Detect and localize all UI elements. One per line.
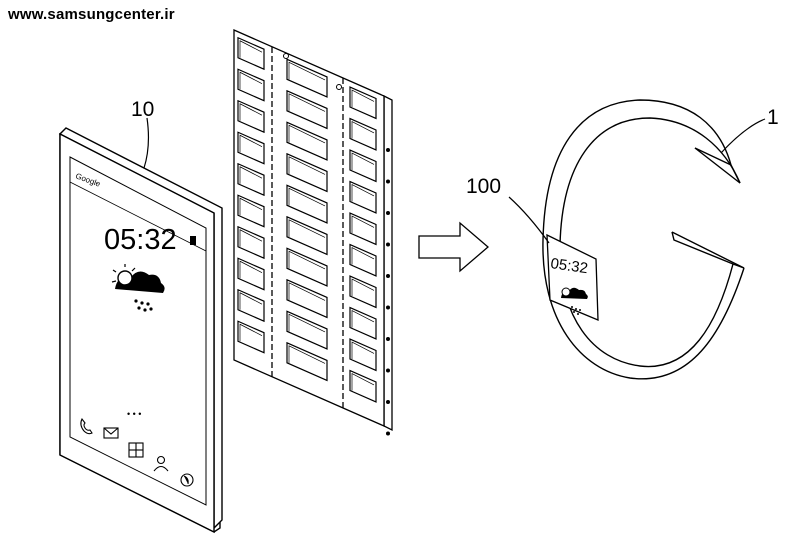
leader-line-100 [508, 196, 550, 244]
module-cell [237, 320, 265, 354]
edge-pin [386, 368, 390, 373]
phone-weather-icon [111, 264, 165, 312]
module-cell-bevel [288, 124, 326, 144]
module-cell-bevel [351, 152, 375, 171]
module-cell [349, 275, 377, 309]
module-grid [237, 36, 377, 403]
flexible-phone [58, 127, 223, 534]
band-weather-icon [561, 287, 588, 315]
module-cell-bevel [288, 61, 326, 81]
module-cell [286, 310, 328, 350]
right-arrow-icon [418, 221, 489, 273]
module-cell [237, 99, 265, 134]
module-cell [237, 225, 265, 260]
phone-dock [80, 417, 194, 487]
module-cell [286, 278, 328, 319]
module-cell [237, 194, 265, 228]
module-cell [286, 247, 328, 287]
module-cell [349, 212, 377, 246]
phone-screen [69, 156, 207, 506]
module-cell-bevel [239, 323, 263, 342]
page-dots: • • • [127, 409, 141, 419]
edge-pin [386, 274, 390, 278]
leader-line-1 [720, 118, 766, 154]
module-cell-bevel [239, 292, 263, 310]
module-cell-bevel [288, 313, 326, 333]
module-cell-bevel [239, 103, 263, 121]
band-clock: 05:32 [549, 255, 589, 277]
module-cell [349, 86, 377, 120]
grid-icon [128, 442, 144, 458]
panel-edge-pins [386, 148, 390, 436]
mail-icon [103, 427, 119, 439]
module-cell [237, 36, 265, 71]
contact-icon [153, 455, 169, 472]
module-cell-bevel [351, 215, 375, 234]
battery-icon [190, 236, 196, 245]
module-cell-bevel [351, 309, 375, 328]
module-cell-bevel [288, 250, 326, 270]
module-cell-bevel [239, 71, 263, 90]
module-cell [349, 306, 377, 340]
edge-pin [386, 242, 390, 247]
module-cell [349, 180, 377, 214]
module-cell [349, 243, 377, 277]
phone-clock: 05:32 [104, 224, 177, 256]
module-cell [286, 184, 328, 224]
module-cell-bevel [239, 166, 263, 184]
module-cell-bevel [351, 246, 375, 265]
module-cell [349, 369, 377, 403]
module-cell [237, 162, 265, 197]
module-cell [349, 117, 377, 151]
edge-pin [386, 148, 390, 152]
edge-pin [386, 337, 390, 341]
panel-connectors [283, 53, 342, 90]
globe-icon [180, 473, 194, 487]
module-cell [237, 68, 265, 102]
module-cell-bevel [351, 278, 375, 297]
watermark: www.samsungcenter.ir [8, 6, 175, 23]
module-cell-bevel [288, 219, 326, 238]
module-cell [286, 152, 328, 193]
module-cell [349, 149, 377, 183]
module-cell-bevel [239, 229, 263, 247]
module-cell-bevel [288, 345, 326, 364]
module-cell-bevel [351, 372, 375, 391]
module-cell-bevel [239, 260, 263, 279]
module-cell [286, 341, 328, 382]
module-cell [286, 121, 328, 161]
module-cell-bevel [239, 197, 263, 216]
module-cell [286, 215, 328, 256]
module-cell-bevel [288, 187, 326, 207]
module-cell-bevel [288, 282, 326, 301]
ref-label-1: 1 [767, 106, 779, 129]
module-cell [237, 288, 265, 323]
module-cell-bevel [351, 183, 375, 202]
module-cell-bevel [239, 134, 263, 153]
edge-pin [386, 179, 390, 184]
ref-label-100: 100 [466, 175, 501, 198]
edge-pin [386, 400, 390, 404]
edge-pin [386, 305, 390, 310]
module-cell [237, 131, 265, 165]
edge-pin [386, 211, 390, 215]
ref-label-10: 10 [131, 98, 154, 121]
module-cell [286, 58, 328, 98]
module-cell-bevel [288, 93, 326, 112]
module-cell-bevel [351, 89, 375, 108]
module-cell [349, 338, 377, 372]
leader-line-10 [143, 117, 150, 169]
module-cell-bevel [239, 40, 263, 58]
module-cell [237, 257, 265, 291]
module-cell-bevel [351, 120, 375, 139]
module-cell-bevel [288, 156, 326, 175]
module-cell-bevel [351, 341, 375, 360]
module-cell [286, 89, 328, 130]
phone-icon [80, 417, 93, 435]
edge-pin [386, 431, 390, 436]
wearable-band [542, 99, 745, 380]
